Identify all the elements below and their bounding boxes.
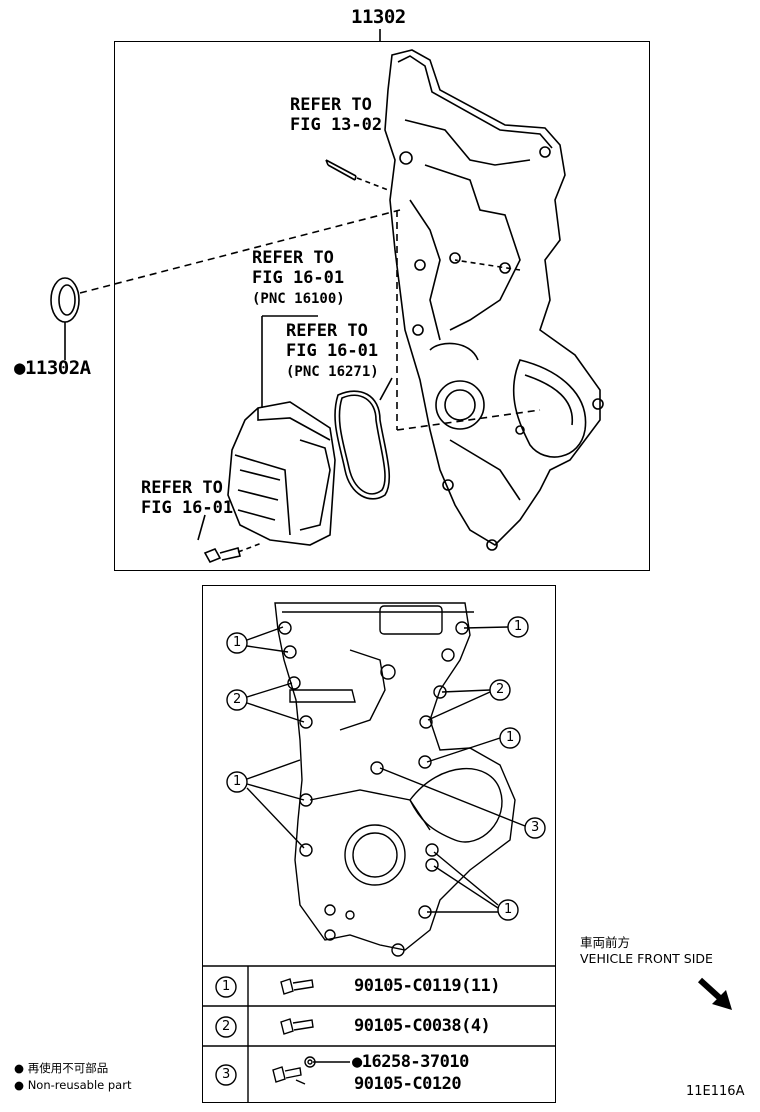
callout-1: 1 bbox=[514, 619, 523, 634]
bolt-part-number-2[interactable]: 90105-C0038(4) bbox=[354, 1016, 491, 1036]
callout-1: 1 bbox=[233, 635, 242, 650]
non-reusable-bullet-icon: ● bbox=[352, 1052, 362, 1072]
table-key-3: 3 bbox=[222, 1067, 231, 1082]
water-pump bbox=[227, 401, 336, 546]
callout-2: 2 bbox=[496, 682, 505, 697]
callout-3: 3 bbox=[531, 820, 540, 835]
legend-en: ● Non-reusable part bbox=[14, 1078, 132, 1092]
bullet-icon: ● bbox=[14, 1078, 25, 1092]
bolt-layout-frame bbox=[202, 585, 556, 1103]
callout-2: 2 bbox=[233, 692, 242, 707]
stud-bolt bbox=[325, 159, 357, 181]
callout-1: 1 bbox=[506, 730, 515, 745]
legend-jp: ● 再使用不可部品 bbox=[14, 1061, 109, 1075]
timing-chain-cover bbox=[384, 49, 601, 547]
callout-1: 1 bbox=[504, 902, 513, 917]
seal-part-number[interactable]: ●11302A bbox=[14, 357, 91, 379]
direction-jp: 車両前方 bbox=[580, 935, 631, 950]
callout-1: 1 bbox=[233, 774, 242, 789]
bullet-icon: ● bbox=[14, 1061, 25, 1075]
washer-part-number[interactable]: ●16258-37010 bbox=[352, 1052, 469, 1072]
main-part-number[interactable]: 11302 bbox=[351, 6, 406, 28]
direction-en: VEHICLE FRONT SIDE bbox=[580, 951, 713, 966]
water-pump-gasket bbox=[334, 390, 391, 500]
non-reusable-bullet-icon: ● bbox=[14, 357, 25, 379]
figure-id: 11E116A bbox=[686, 1084, 745, 1099]
bolt-part-number-3[interactable]: 90105-C0120 bbox=[354, 1074, 462, 1094]
bolt-part-number-1[interactable]: 90105-C0119(11) bbox=[354, 976, 501, 996]
main-diagram-frame bbox=[114, 41, 650, 571]
table-key-1: 1 bbox=[222, 979, 231, 994]
table-key-2: 2 bbox=[222, 1019, 231, 1034]
